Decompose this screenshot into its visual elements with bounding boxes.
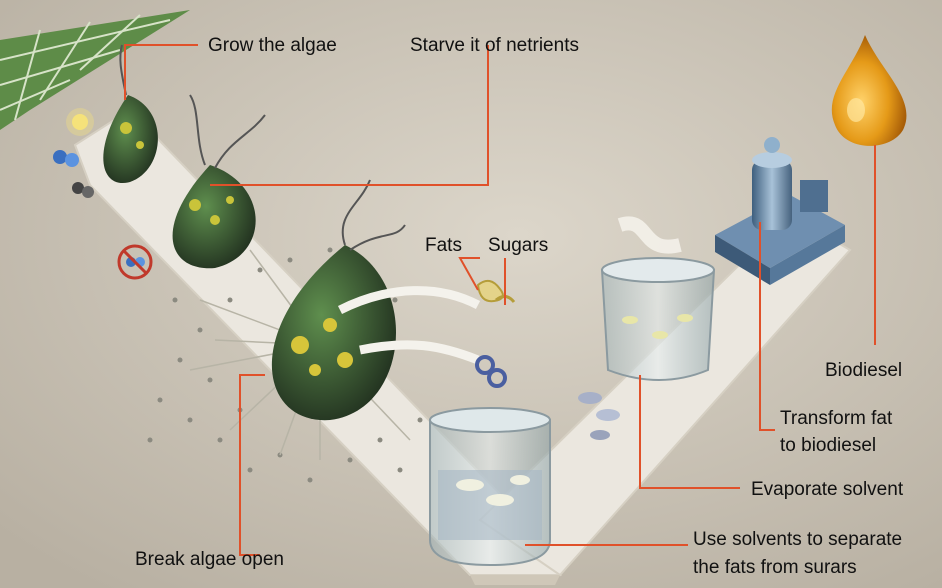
label-fats: Fats <box>425 234 462 257</box>
solvent-beaker-icon <box>430 408 550 565</box>
sunlight-icon <box>66 108 94 136</box>
label-starve-nutrients: Starve it of netrients <box>410 34 579 57</box>
label-solvents-line1: Use solvents to separate <box>693 528 902 551</box>
label-sugars: Sugars <box>488 234 548 257</box>
label-transform-line2: to biodiesel <box>780 434 876 457</box>
label-biodiesel: Biodiesel <box>825 359 902 382</box>
label-grow-algae: Grow the algae <box>208 34 337 57</box>
label-solvents-line2: the fats from surars <box>693 556 857 579</box>
label-evaporate-solvent: Evaporate solvent <box>751 478 903 501</box>
label-transform-line1: Transform fat <box>780 407 892 430</box>
label-break-algae: Break algae open <box>135 548 284 571</box>
